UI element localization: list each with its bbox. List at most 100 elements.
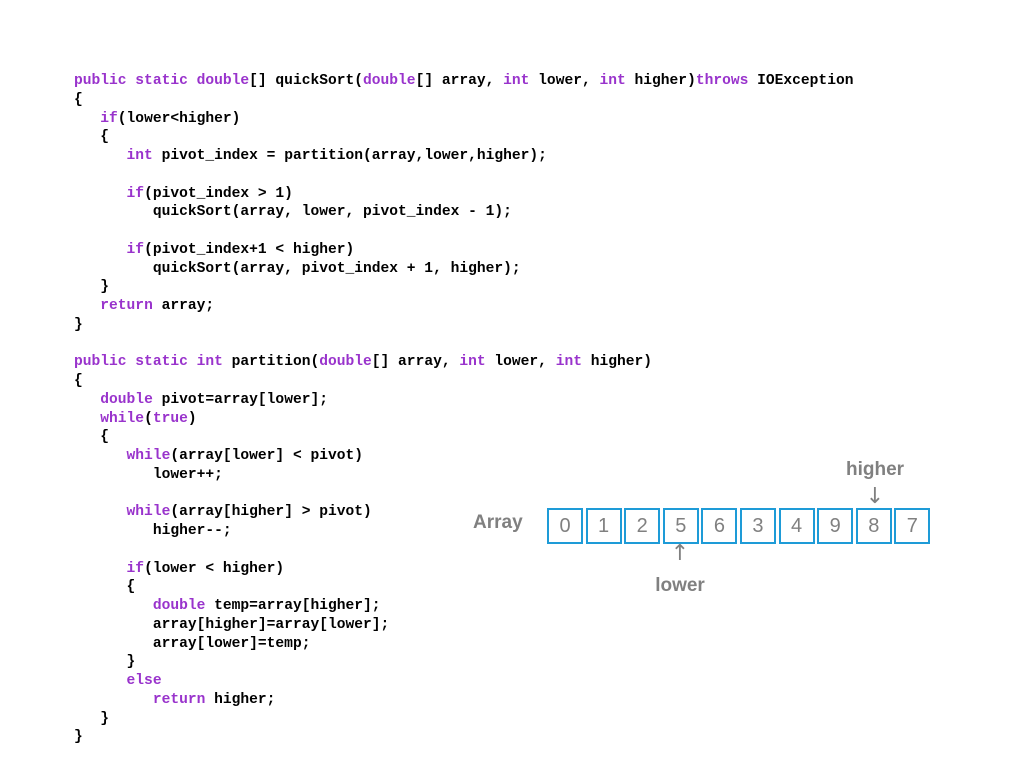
code-text: (pivot_index+1 < higher) [144, 241, 355, 258]
code-line: { [74, 128, 853, 147]
code-line: array[lower]=temp; [74, 635, 853, 654]
code-keyword: while [126, 448, 171, 464]
code-text: pivot=array[lower]; [152, 391, 328, 408]
higher-pointer-label: higher [845, 459, 905, 480]
code-text: higher) [581, 354, 653, 371]
code-text [74, 148, 127, 164]
code-keyword: double [363, 73, 416, 89]
code-text: ( [144, 410, 153, 427]
array-cell: 1 [585, 508, 622, 544]
code-text [74, 111, 100, 127]
array-cell: 7 [894, 508, 931, 544]
code-text: temp=array[higher]; [205, 598, 381, 614]
code-line: { [74, 428, 853, 447]
code-line: else [74, 672, 853, 691]
code-keyword: int [126, 148, 153, 164]
code-text: } [74, 279, 110, 296]
code-line: } [74, 728, 853, 747]
code-text: array[higher]=array[lower]; [74, 616, 390, 633]
code-keyword: return [100, 298, 153, 314]
code-text: array[lower]=temp; [74, 635, 311, 652]
code-line [74, 485, 853, 504]
code-text [74, 242, 127, 258]
code-keyword: true [152, 410, 188, 427]
code-text: ) [187, 410, 197, 427]
code-text: higher) [625, 73, 696, 89]
code-line [74, 166, 853, 185]
code-line: double temp=array[higher]; [74, 597, 853, 616]
code-keyword: if [100, 110, 118, 127]
code-line: } [74, 710, 853, 729]
code-text: } [74, 654, 136, 671]
code-text: [] array, [415, 73, 504, 89]
code-text: quickSort(array, pivot_index + 1, higher… [74, 260, 521, 277]
code-text: (array[lower] < pivot) [170, 448, 364, 464]
code-text [74, 298, 100, 314]
array-cell: 6 [701, 508, 738, 544]
code-text: [] array, [371, 354, 460, 371]
code-text [74, 392, 100, 408]
array-cell: 2 [624, 508, 661, 544]
code-text: { [74, 91, 83, 108]
array-cell: 4 [778, 508, 815, 544]
code-line: { [74, 372, 853, 391]
code-line: lower++; [74, 466, 853, 485]
code-line: } [74, 278, 853, 297]
code-keyword: double [152, 598, 206, 614]
code-line: if(lower<higher) [74, 110, 853, 129]
code-line: } [74, 316, 853, 335]
code-text: lower, [529, 73, 600, 89]
code-text: array; [152, 298, 215, 314]
array-cell: 0 [547, 508, 583, 544]
code-text: (pivot_index > 1) [144, 185, 293, 202]
code-keyword: else [126, 673, 162, 689]
higher-arrow-icon: ↓ [865, 484, 885, 509]
code-text [74, 186, 127, 202]
array-cell: 5 [662, 508, 699, 544]
code-line: return array; [74, 297, 853, 316]
code-text: lower++; [74, 466, 223, 483]
code-text: quickSort(array, lower, pivot_index - 1)… [74, 204, 512, 221]
code-line: if(pivot_index+1 < higher) [74, 241, 853, 260]
code-keyword: double [319, 354, 372, 371]
code-keyword: double [100, 391, 153, 408]
code-line: quickSort(array, pivot_index + 1, higher… [74, 260, 853, 279]
code-line: while(array[higher] > pivot) [74, 503, 853, 522]
code-text: pivot_index = partition(array,lower,high… [152, 148, 547, 164]
code-line [74, 222, 853, 241]
code-keyword: if [126, 185, 145, 202]
array-cell: 8 [855, 508, 892, 544]
code-text: IOException [748, 73, 854, 89]
code-keyword: return [152, 691, 206, 708]
code-line: { [74, 91, 853, 110]
code-text: } [74, 710, 110, 727]
code-text: { [74, 579, 136, 596]
code-line: double pivot=array[lower]; [74, 391, 853, 410]
lower-arrow-icon: ↑ [670, 541, 690, 566]
code-text: (lower<higher) [117, 110, 241, 127]
array-cell: 9 [817, 508, 854, 544]
code-keyword: while [100, 410, 145, 427]
code-line [74, 335, 853, 354]
code-keyword: while [126, 504, 171, 521]
code-line: while(array[lower] < pivot) [74, 447, 853, 466]
code-text: } [74, 316, 83, 333]
code-line: int pivot_index = partition(array,lower,… [74, 147, 853, 166]
code-line: quickSort(array, lower, pivot_index - 1)… [74, 203, 853, 222]
code-keyword: public static double [74, 73, 250, 89]
code-text: lower, [485, 354, 556, 371]
code-text [74, 561, 127, 577]
code-text: { [74, 429, 110, 446]
code-text: { [74, 373, 83, 389]
code-text [74, 448, 127, 464]
code-text: higher; [205, 691, 276, 708]
code-keyword: int [599, 73, 626, 89]
code-keyword: if [126, 241, 145, 258]
code-keyword: int [555, 354, 582, 371]
code-line: { [74, 578, 853, 597]
code-keyword: public static int [74, 354, 223, 371]
code-line: if(pivot_index > 1) [74, 185, 853, 204]
code-text: (lower < higher) [144, 560, 285, 577]
code-text: [] quickSort( [249, 73, 364, 89]
